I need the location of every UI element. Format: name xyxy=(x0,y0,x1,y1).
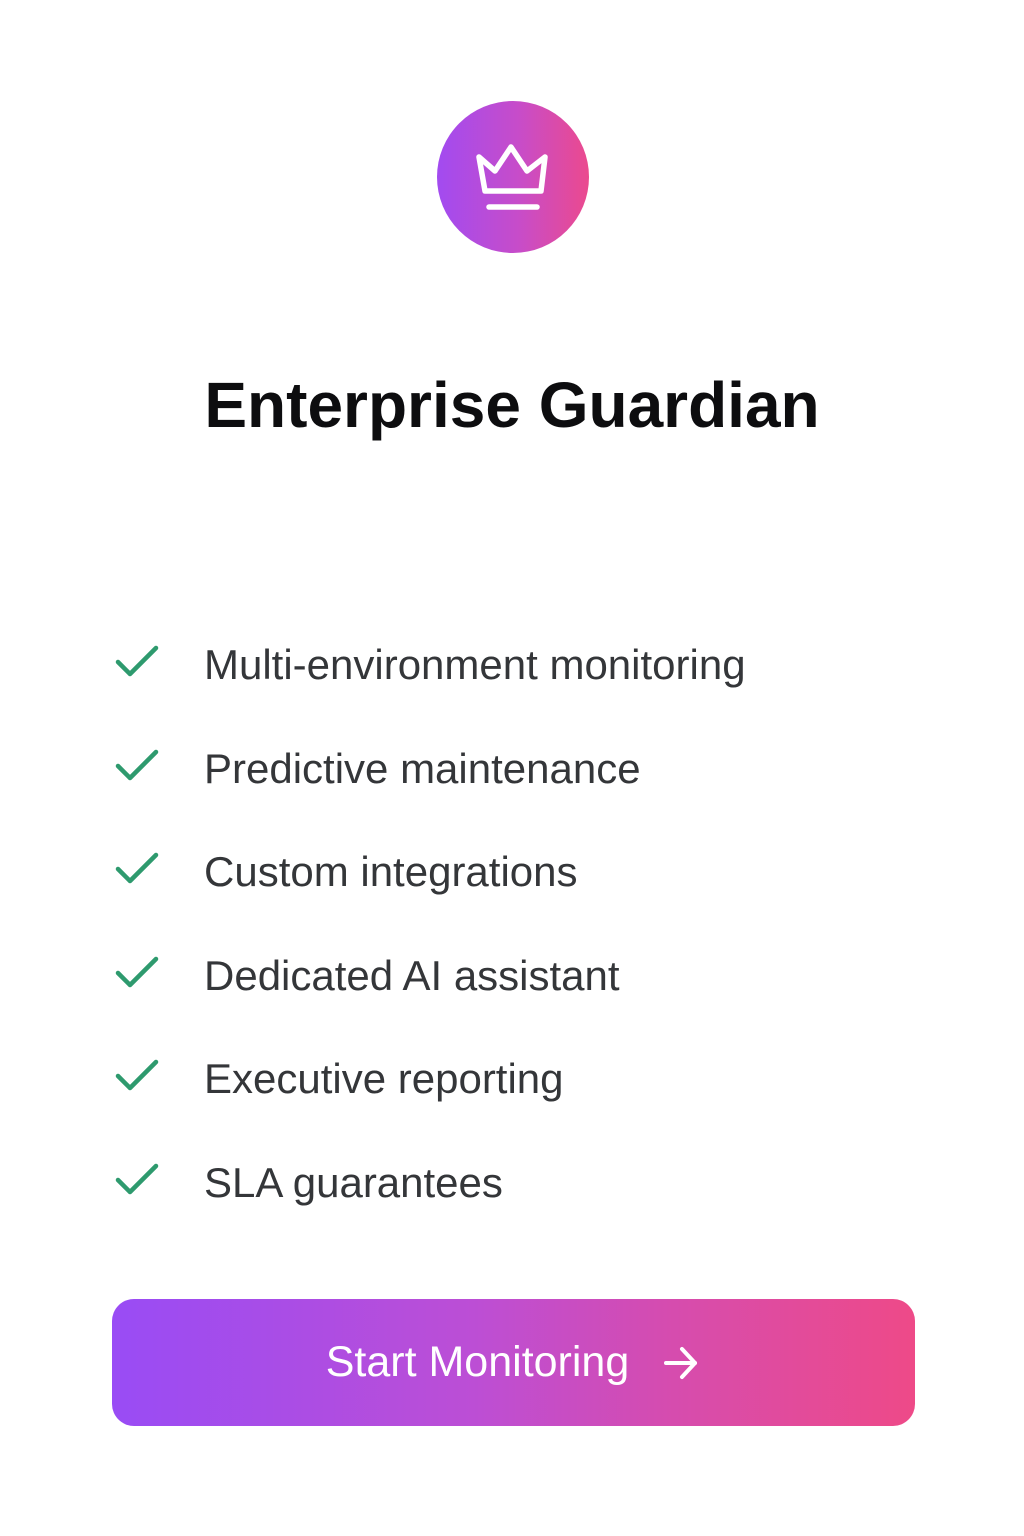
feature-list: Multi-environment monitoring Predictive … xyxy=(113,632,913,1254)
feature-item: Predictive maintenance xyxy=(113,736,913,840)
feature-item: Dedicated AI assistant xyxy=(113,943,913,1047)
plan-badge xyxy=(437,101,589,253)
plan-title: Enterprise Guardian xyxy=(204,368,820,441)
check-icon xyxy=(113,953,161,993)
feature-label: Multi-environment monitoring xyxy=(204,641,746,688)
feature-label: SLA guarantees xyxy=(204,1158,503,1206)
start-monitoring-button[interactable]: Start Monitoring xyxy=(112,1299,915,1426)
check-icon xyxy=(113,1056,161,1096)
feature-item: Custom integrations xyxy=(113,839,913,943)
check-icon xyxy=(113,746,161,786)
feature-label: Executive reporting xyxy=(204,1055,564,1103)
feature-label: Dedicated AI assistant xyxy=(204,951,620,999)
check-icon xyxy=(113,1160,161,1200)
feature-label: Predictive maintenance xyxy=(204,744,641,792)
crown-icon xyxy=(476,144,548,210)
arrow-right-icon xyxy=(661,1343,701,1383)
feature-item: SLA guarantees xyxy=(113,1150,913,1254)
feature-item: Executive reporting xyxy=(113,1046,913,1150)
check-icon xyxy=(113,849,161,889)
feature-item: Multi-environment monitoring xyxy=(113,632,913,736)
check-icon xyxy=(113,642,161,682)
feature-label: Custom integrations xyxy=(204,848,578,896)
start-monitoring-label: Start Monitoring xyxy=(325,1338,630,1386)
